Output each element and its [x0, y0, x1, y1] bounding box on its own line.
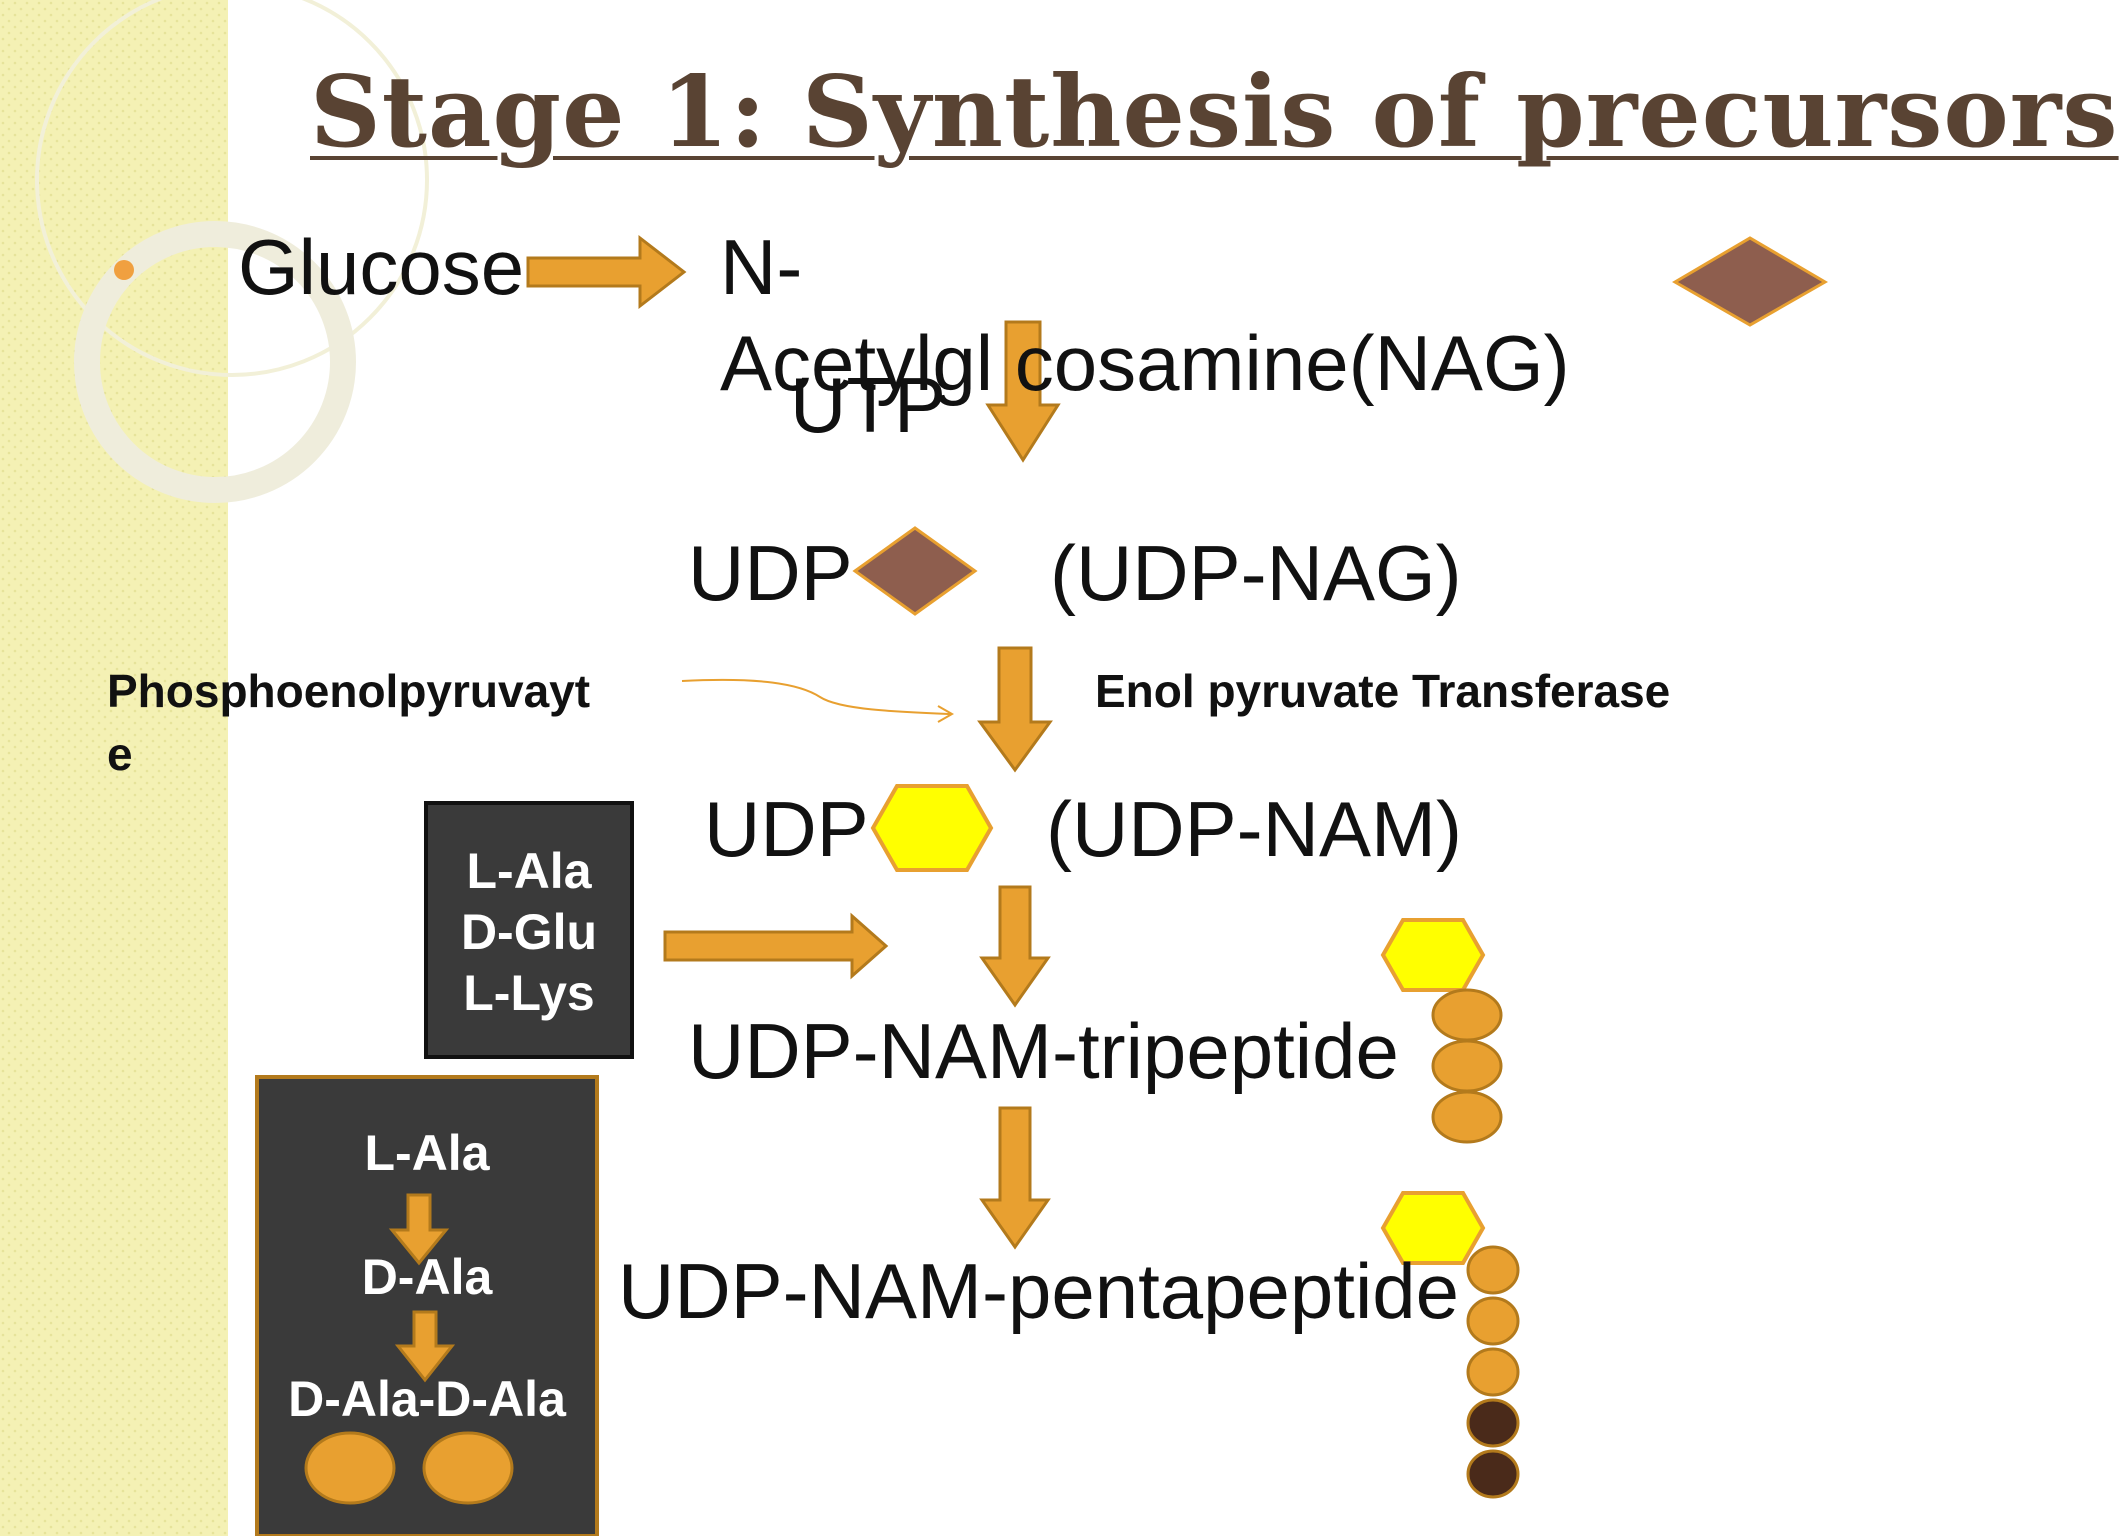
arrow-utp-down: [985, 320, 1061, 463]
arrow-tripeptide-down: [979, 885, 1051, 1008]
ala-box-line1: L-Ala: [364, 1125, 490, 1181]
decor-ring-thick: [74, 221, 356, 503]
decor-ring-large: [35, 0, 429, 377]
pentapeptide-dark-bead: [1466, 1398, 1520, 1448]
transferase-label: Enol pyruvate Transferase: [1095, 665, 1671, 717]
udp-nag-label: (UDP-NAG): [1050, 529, 1462, 617]
pentapeptide-hexagon-icon: [1380, 1191, 1486, 1265]
pentapeptide-dark-bead: [1466, 1449, 1520, 1499]
pep-label-line2: e: [107, 728, 133, 780]
utp-label: UTP: [790, 361, 946, 449]
pentapeptide-label: UDP-NAM-pentapeptide: [618, 1247, 1460, 1335]
aa-box-line3: L-Lys: [463, 965, 595, 1021]
udp-label-2: UDP: [704, 785, 869, 873]
pep-label-line1: Phosphoenolpyruvayt: [107, 665, 591, 717]
glucose-label: Glucose: [238, 223, 525, 311]
arrow-dala-to-dipeptide: [394, 1310, 456, 1383]
arrow-lala-to-dala: [388, 1193, 450, 1266]
aa-box-line2: D-Glu: [460, 904, 598, 960]
udp-nag-diamond-icon: [852, 526, 978, 616]
arrow-aa-to-tripeptide: [663, 912, 889, 980]
tripeptide-bead: [1431, 1039, 1503, 1093]
arrow-glucose-to-nag: [526, 234, 687, 310]
tripeptide-bead: [1431, 988, 1503, 1042]
slide-graphics: [0, 0, 1828, 1536]
arrow-pentapeptide-down: [979, 1106, 1051, 1250]
pentapeptide-bead: [1466, 1347, 1520, 1397]
dala-bead: [422, 1431, 514, 1505]
left-background-panel: [0, 0, 228, 1536]
pep-arrow-head: [937, 705, 955, 723]
dala-bead: [304, 1431, 396, 1505]
udp-nam-label: (UDP-NAM): [1046, 785, 1462, 873]
udp-label-1: UDP: [688, 529, 853, 617]
pentapeptide-bead: [1466, 1245, 1520, 1295]
ala-box-line2: D-Ala: [361, 1249, 493, 1305]
bullet-icon: [114, 260, 134, 280]
amino-acid-box: [424, 801, 634, 1059]
ala-box-line3: D-Ala-D-Ala: [288, 1371, 566, 1427]
pep-curved-arrow: [681, 678, 951, 715]
aa-box-line1: L-Ala: [466, 843, 592, 899]
udp-nam-hexagon-icon: [870, 784, 994, 872]
nag-label-line1: N-: [720, 223, 803, 311]
arrow-transferase-down: [977, 646, 1053, 773]
tripeptide-bead: [1431, 1090, 1503, 1144]
nag-label-line2: Acetylgl cosamine(NAG): [720, 319, 1570, 407]
slide-title: Stage 1: Synthesis of precursors: [310, 55, 2119, 170]
tripeptide-hexagon-icon: [1380, 918, 1486, 992]
tripeptide-label: UDP-NAM-tripeptide: [688, 1007, 1399, 1095]
nag-diamond-icon: [1672, 236, 1828, 327]
pentapeptide-bead: [1466, 1296, 1520, 1346]
